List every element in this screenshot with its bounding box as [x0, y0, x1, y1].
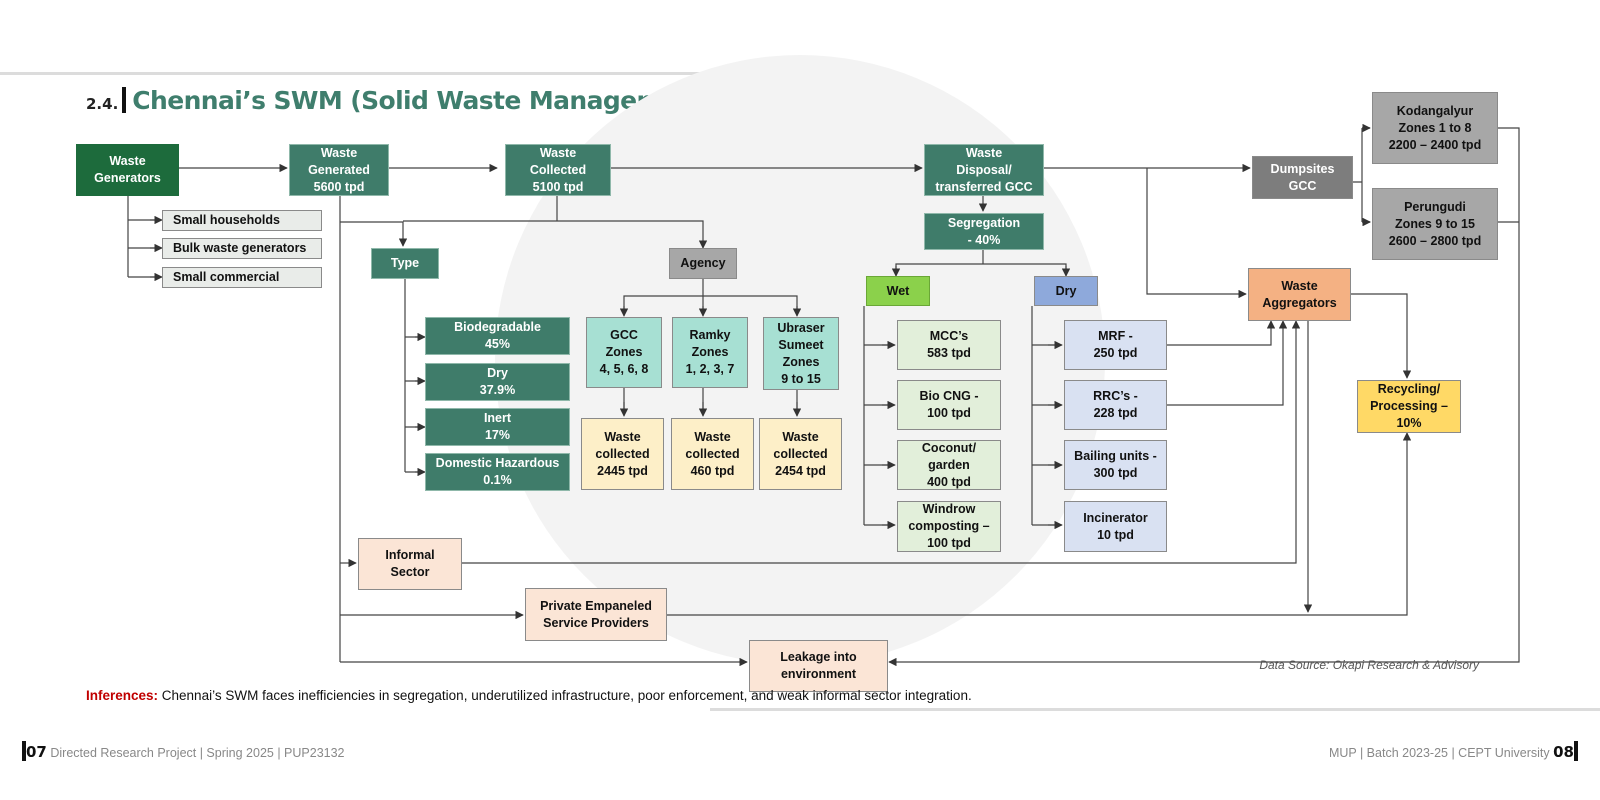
top-rule: [0, 72, 860, 75]
wet-box: Wet: [866, 276, 930, 306]
agency-box: Agency: [669, 248, 737, 279]
segregation-box: Segregation - 40%: [924, 213, 1044, 250]
small-commercial-box: Small commercial: [162, 267, 322, 288]
footer-right-text: MUP | Batch 2023-25 | CEPT University: [1328, 746, 1554, 760]
bottom-rule: [710, 708, 1600, 711]
connector-generators-categories: [127, 193, 160, 278]
urbaser-zones-box: Ubraser Sumeet Zones 9 to 15: [763, 317, 839, 390]
heading-divider: [122, 87, 127, 113]
recycling-processing-box: Recycling/ Processing – 10%: [1357, 380, 1461, 433]
connector-aggregators-recycling: [1351, 293, 1412, 379]
rrc-box: RRC’s - 228 tpd: [1064, 380, 1167, 430]
waste-aggregators-box: Waste Aggregators: [1248, 268, 1351, 321]
connector-dry-items: [1031, 306, 1058, 526]
connector-private-recycling: [667, 432, 1412, 616]
dry-type-box: Dry 37.9%: [425, 363, 570, 401]
inferences-text: Chennai’s SWM faces inefficiencies in se…: [158, 688, 972, 703]
inferences-note: Inferences: Chennai’s SWM faces ineffici…: [86, 688, 972, 703]
ramky-waste-collected-box: Waste collected 460 tpd: [671, 418, 754, 490]
footer-right: MUP | Batch 2023-25 | CEPT University 08: [1329, 741, 1578, 761]
coconut-garden-box: Coconut/ garden 400 tpd: [897, 440, 1001, 490]
bio-cng-box: Bio CNG - 100 tpd: [897, 380, 1001, 430]
footer-left-text: Directed Research Project | Spring 2025 …: [46, 746, 345, 760]
leakage-environment-box: Leakage into environment: [749, 640, 888, 692]
connector-mrf-aggregators: [1167, 320, 1276, 346]
footer-left: 07 Directed Research Project | Spring 20…: [22, 741, 345, 761]
incinerator-box: Incinerator 10 tpd: [1064, 501, 1167, 552]
dry-box: Dry: [1034, 276, 1098, 306]
connector-generated-type: [339, 193, 403, 662]
waste-generated-box: Waste Generated 5600 tpd: [289, 144, 389, 196]
connector-informal-aggregators: [462, 320, 1301, 564]
gcc-zones-box: GCC Zones 4, 5, 6, 8: [586, 317, 662, 388]
biodegradable-box: Biodegradable 45%: [425, 317, 570, 355]
ramky-zones-box: Ramky Zones 1, 2, 3, 7: [672, 317, 748, 388]
dumpsites-box: Dumpsites GCC: [1252, 156, 1353, 199]
windrow-composting-box: Windrow composting – 100 tpd: [897, 501, 1001, 552]
connector-collected-agency: [403, 193, 703, 248]
small-households-box: Small households: [162, 210, 322, 231]
mcc-box: MCC’s 583 tpd: [897, 320, 1001, 370]
waste-disposal-box: Waste Disposal/ transferred GCC: [924, 144, 1044, 196]
connector-wet-items: [863, 306, 893, 526]
informal-sector-box: Informal Sector: [358, 538, 462, 590]
kodangalyur-box: Kodangalyur Zones 1 to 8 2200 – 2400 tpd: [1372, 92, 1498, 164]
perungudi-box: Perungudi Zones 9 to 15 2600 – 2800 tpd: [1372, 188, 1498, 260]
gcc-waste-collected-box: Waste collected 2445 tpd: [581, 418, 664, 490]
waste-generators-box: Waste Generators: [76, 144, 179, 196]
footer-right-divider: [1574, 741, 1578, 761]
waste-collected-box: Waste Collected 5100 tpd: [505, 144, 611, 196]
data-source-note: Data Source: Okapi Research & Advisory: [1259, 658, 1479, 672]
connector-type-categories: [404, 279, 423, 473]
connector-disposal-aggregators: [1146, 168, 1247, 299]
inferences-label: Inferences:: [86, 688, 159, 703]
footer-right-page-number: 08: [1553, 743, 1574, 761]
bulk-waste-generators-box: Bulk waste generators: [162, 238, 322, 259]
footer-left-page-number: 07: [26, 743, 47, 761]
inert-box: Inert 17%: [425, 408, 570, 446]
domestic-hazardous-box: Domestic Hazardous 0.1%: [425, 453, 570, 491]
connector-dumpsites-sites: [1353, 127, 1370, 222]
private-service-providers-box: Private Empaneled Service Providers: [525, 588, 667, 641]
footer-left-divider: [22, 741, 26, 761]
type-box: Type: [371, 248, 439, 279]
section-number: 2.4.: [86, 95, 119, 113]
connector-rrc-aggregators: [1167, 320, 1288, 406]
bailing-units-box: Bailing units - 300 tpd: [1064, 440, 1167, 490]
mrf-box: MRF - 250 tpd: [1064, 320, 1167, 370]
urbaser-waste-collected-box: Waste collected 2454 tpd: [759, 418, 842, 490]
